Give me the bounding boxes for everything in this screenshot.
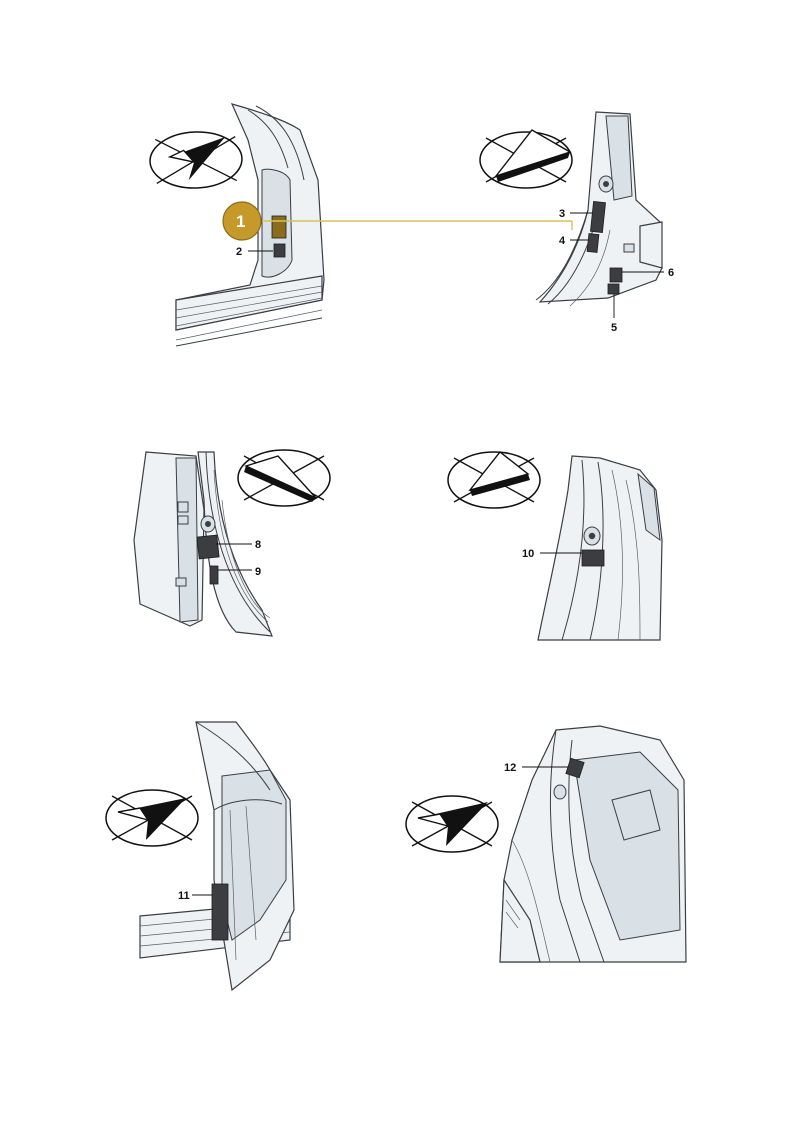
view-direction-arrow-icon <box>148 129 244 191</box>
panel-open-door-left: 11 <box>105 721 295 992</box>
callout-number: 1 <box>236 212 245 231</box>
panel-tailgate-right: 12 <box>405 725 687 963</box>
pad-2 <box>273 243 286 258</box>
pad-3 <box>590 201 606 233</box>
pad-12 <box>565 757 585 779</box>
view-direction-arrow-icon <box>105 789 199 847</box>
pad-1 <box>271 215 287 239</box>
view-direction-arrow-icon <box>237 449 331 507</box>
label-4: 4 <box>559 235 566 247</box>
view-direction-arrow-icon <box>479 129 573 189</box>
view-direction-arrow-icon <box>447 451 541 509</box>
label-5: 5 <box>611 322 617 334</box>
label-9: 9 <box>255 566 261 578</box>
label-8: 8 <box>255 539 261 551</box>
pad-8 <box>196 534 220 560</box>
label-2: 2 <box>236 246 242 258</box>
panel-b-pillar-right: 3 4 6 5 <box>479 111 674 334</box>
pad-11 <box>211 883 229 941</box>
label-12: 12 <box>504 762 516 774</box>
label-11: 11 <box>178 890 190 902</box>
panel-c-pillar-right: 10 <box>447 451 663 641</box>
label-3: 3 <box>559 208 565 220</box>
pad-6 <box>609 267 623 283</box>
pad-9 <box>209 565 219 585</box>
callout-1: 1 <box>222 201 573 241</box>
pad-5 <box>607 283 620 295</box>
label-10: 10 <box>522 548 534 560</box>
pad-10 <box>581 549 605 567</box>
label-6: 6 <box>668 267 674 279</box>
panel-rear-door-left: 8 9 <box>133 449 331 637</box>
pad-4 <box>586 233 600 253</box>
view-direction-arrow-icon <box>405 795 499 853</box>
